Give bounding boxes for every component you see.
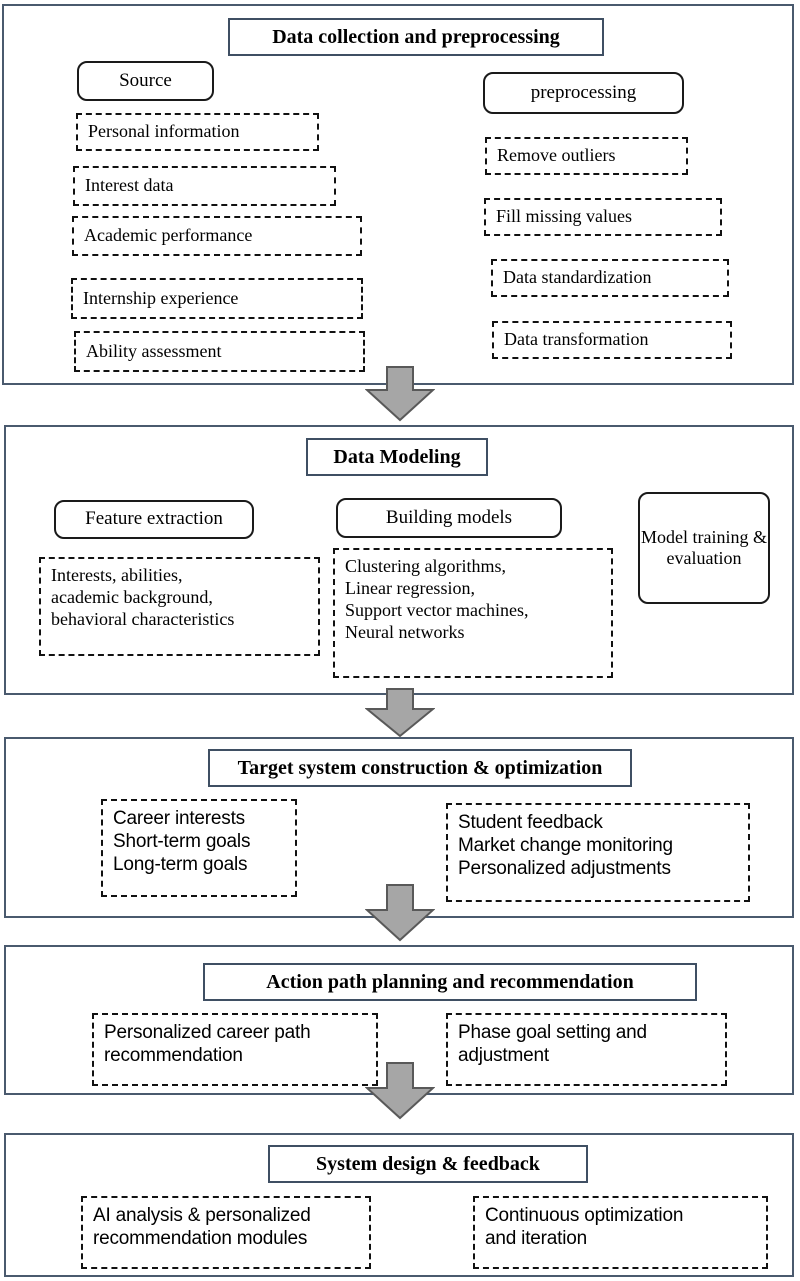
group-label-source: Source (77, 61, 214, 101)
item-feature-extraction-details: Interests, abilities, academic backgroun… (39, 557, 320, 656)
item-feedback-monitoring: Student feedback Market change monitorin… (446, 803, 750, 902)
item-personalized-career-path: Personalized career path recommendation (92, 1013, 378, 1086)
item-internship-experience: Internship experience (71, 278, 363, 319)
item-career-goals: Career interests Short-term goals Long-t… (101, 799, 297, 897)
item-continuous-optimization: Continuous optimization and iteration (473, 1196, 768, 1269)
section-header-system-design: System design & feedback (268, 1145, 588, 1183)
arrow-1-to-2 (365, 366, 435, 422)
group-label-feature-extraction: Feature extraction (54, 500, 254, 539)
item-personal-information: Personal information (76, 113, 319, 151)
item-data-transformation: Data transformation (492, 321, 732, 359)
group-label-preprocessing: preprocessing (483, 72, 684, 114)
section-header-target-system: Target system construction & optimizatio… (208, 749, 632, 787)
item-ai-analysis-modules: AI analysis & personalized recommendatio… (81, 1196, 371, 1269)
group-label-building-models: Building models (336, 498, 562, 538)
arrow-4-to-5 (365, 1062, 435, 1120)
section-header-data-modeling: Data Modeling (306, 438, 488, 476)
item-ability-assessment: Ability assessment (74, 331, 365, 372)
arrow-2-to-3 (365, 688, 435, 738)
section-header-action-path: Action path planning and recommendation (203, 963, 697, 1001)
item-interest-data: Interest data (73, 166, 336, 206)
item-data-standardization: Data standardization (491, 259, 729, 297)
item-phase-goal-setting: Phase goal setting and adjustment (446, 1013, 727, 1086)
item-fill-missing-values: Fill missing values (484, 198, 722, 236)
arrow-3-to-4 (365, 884, 435, 942)
item-academic-performance: Academic performance (72, 216, 362, 256)
section-header-data-collection: Data collection and preprocessing (228, 18, 604, 56)
item-remove-outliers: Remove outliers (485, 137, 688, 175)
item-building-models-details: Clustering algorithms, Linear regression… (333, 548, 613, 678)
group-label-model-training-evaluation: Model training & evaluation (638, 492, 770, 604)
